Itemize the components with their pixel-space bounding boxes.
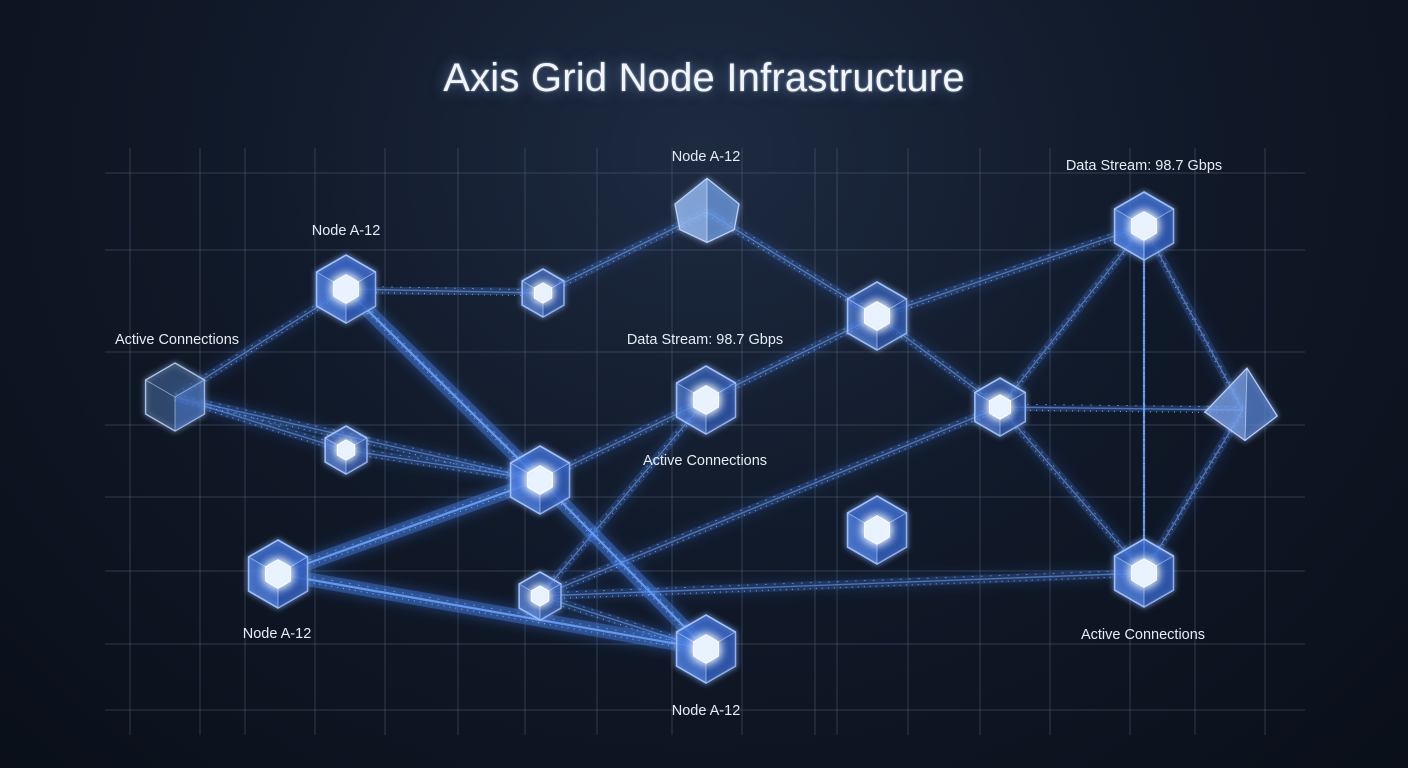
connection-n10-n13	[276, 567, 708, 656]
connection-n9-n16	[999, 402, 1244, 415]
node-n2[interactable]	[315, 254, 377, 324]
node-n5[interactable]	[324, 425, 368, 475]
connection-n12-n16	[1140, 222, 1247, 414]
lbl-active-left: Active Connections	[115, 332, 239, 348]
node-n16[interactable]	[1204, 367, 1279, 442]
connection-n9-n15	[996, 403, 1148, 577]
connection-n11-n15	[539, 568, 1145, 601]
node-n4[interactable]	[674, 177, 740, 244]
node-n1[interactable]	[144, 362, 206, 432]
connection-n6-n11	[536, 396, 710, 600]
connection-n7-n10	[275, 473, 543, 581]
connection-n8-n12	[875, 221, 1146, 321]
node-n9[interactable]	[974, 377, 1026, 437]
page-title: Axis Grid Node Infrastructure	[443, 56, 965, 100]
lbl-active-bottom-right: Active Connections	[1081, 627, 1205, 643]
lbl-node-top: Node A-12	[672, 149, 741, 165]
nodes	[144, 177, 1279, 684]
lbl-stream-center: Data Stream: 98.7 Gbps	[627, 332, 783, 348]
node-n10[interactable]	[247, 539, 309, 609]
node-n14[interactable]	[846, 495, 908, 565]
connection-n9-n12	[996, 222, 1148, 411]
node-n13[interactable]	[675, 614, 737, 684]
node-n7[interactable]	[509, 445, 571, 515]
lbl-active-center: Active Connections	[643, 453, 767, 469]
lbl-node-bottom-left: Node A-12	[243, 626, 312, 642]
lbl-node-bottom: Node A-12	[672, 703, 741, 719]
connection-n15-n16	[1140, 406, 1247, 577]
connection-n5-n7	[345, 445, 541, 485]
node-n3[interactable]	[521, 268, 565, 318]
connection-n2-n3	[345, 284, 544, 298]
node-n6[interactable]	[675, 365, 737, 435]
connection-n2-n7	[341, 284, 545, 485]
connection-n9-n11	[538, 402, 1002, 601]
node-n15[interactable]	[1113, 538, 1175, 608]
lbl-node-left: Node A-12	[312, 223, 381, 239]
node-n8[interactable]	[846, 281, 908, 351]
lbl-stream-top-right: Data Stream: 98.7 Gbps	[1066, 158, 1222, 174]
node-n12[interactable]	[1113, 191, 1175, 261]
node-n11[interactable]	[518, 571, 562, 621]
